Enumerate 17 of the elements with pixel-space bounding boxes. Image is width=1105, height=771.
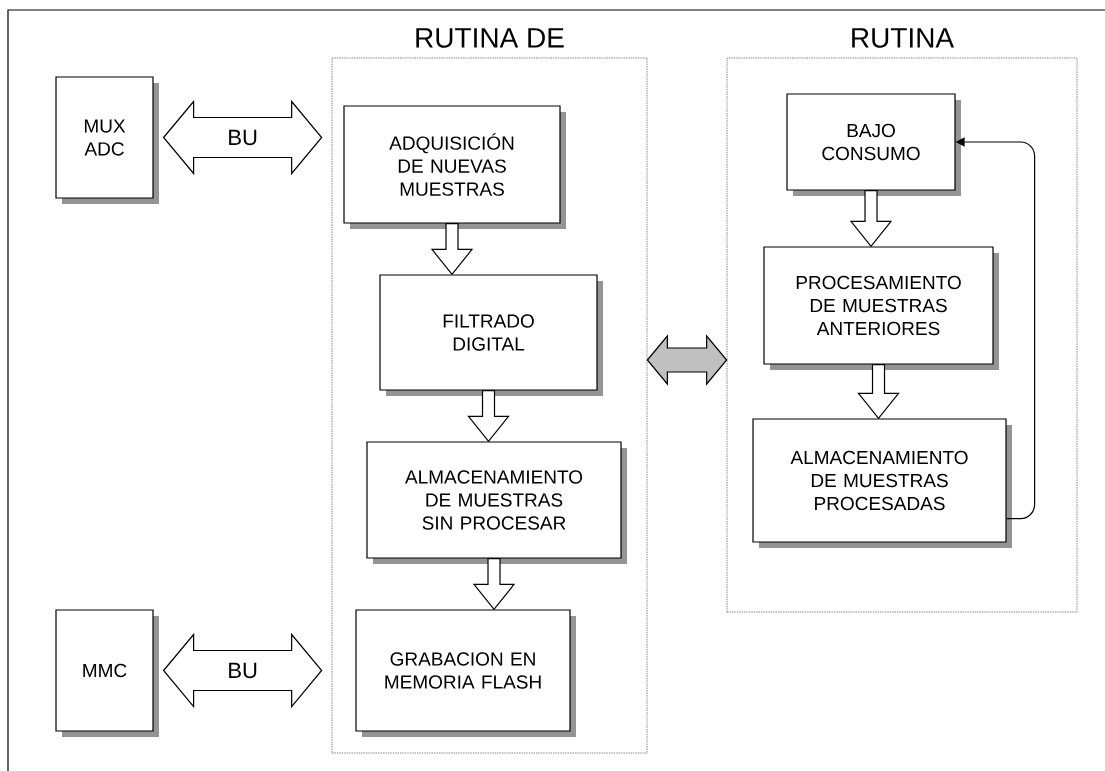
block-arrow bbox=[467, 390, 510, 443]
process-box: GRABACION EN MEMORIA FLASH bbox=[355, 609, 576, 737]
process-box: ADQUISICIÓN DE NUEVAS MUESTRAS bbox=[343, 105, 566, 229]
process-box: MMC bbox=[55, 609, 159, 737]
block-arrow bbox=[857, 364, 900, 420]
panel-title: RUTINA DE bbox=[416, 28, 564, 48]
block-arrow bbox=[430, 223, 474, 276]
process-box: MUX ADC bbox=[55, 76, 159, 204]
process-box: ALMACENAMIENTO DE MUESTRAS SIN PROCESAR bbox=[366, 441, 627, 564]
panel-title: RUTINA bbox=[852, 28, 955, 48]
process-box: FILTRADO DIGITAL bbox=[379, 274, 603, 396]
process-box: PROCESAMIENTO DE MUESTRAS ANTERIORES bbox=[763, 246, 999, 370]
process-box: ALMACENAMIENTO DE MUESTRAS PROCESADAS bbox=[752, 418, 1012, 548]
block-arrow bbox=[472, 558, 516, 611]
block-arrow bbox=[646, 334, 728, 386]
block-arrow bbox=[849, 190, 893, 248]
process-box: BAJO CONSUMO bbox=[786, 93, 961, 196]
